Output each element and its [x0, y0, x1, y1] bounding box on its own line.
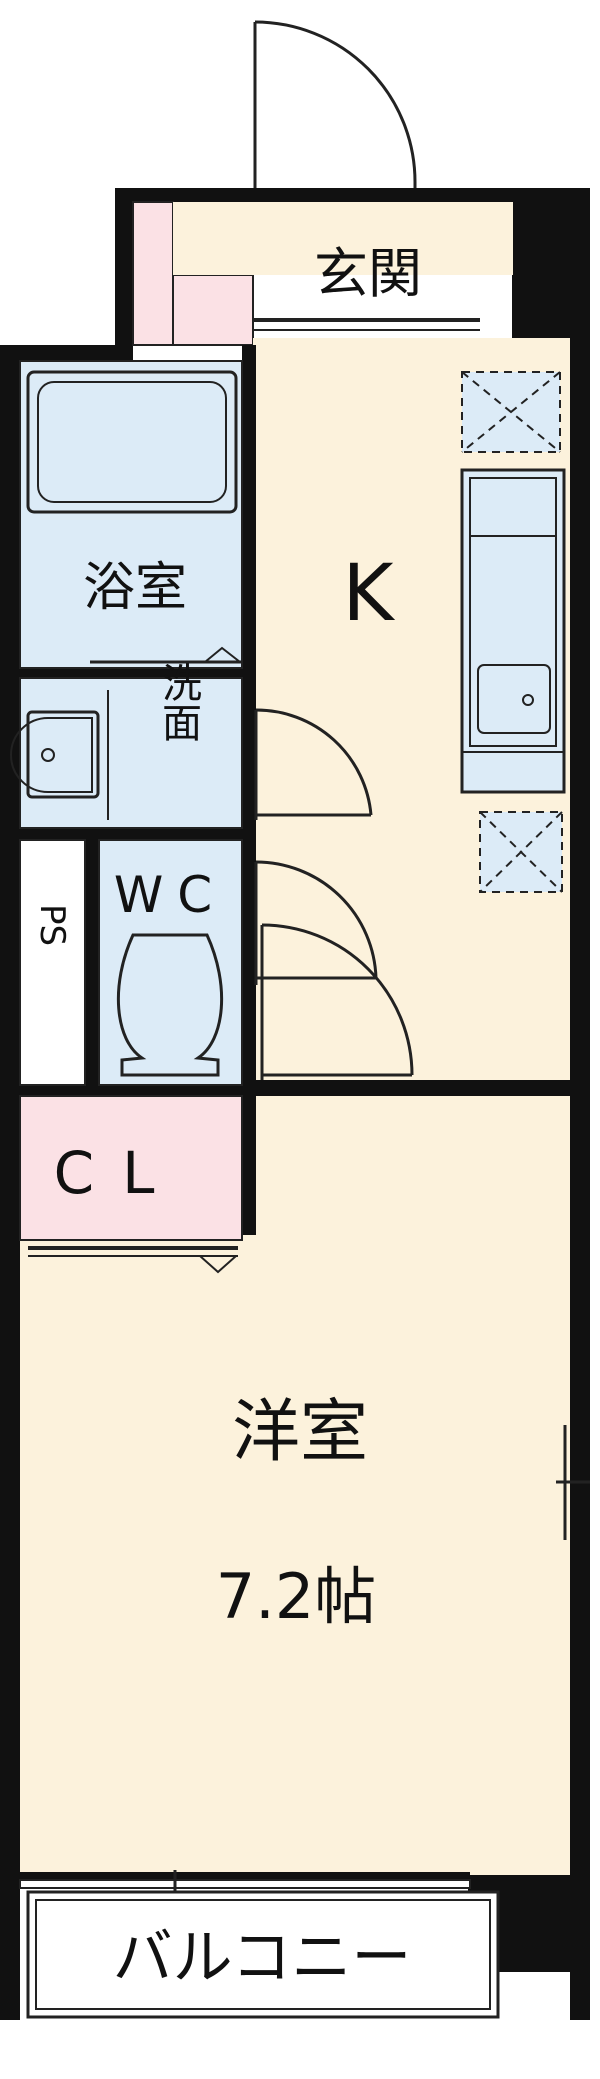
balcony-label: バルコニー [113, 1923, 412, 1993]
closet: CL [19, 1095, 243, 1274]
toilet-fixture [116, 933, 224, 1077]
kitchen-counter [460, 468, 566, 794]
western-room: 洋室 7.2帖 [216, 1393, 590, 1633]
closet-label: CL [54, 1139, 183, 1207]
vent-bottom [479, 811, 563, 893]
wash-basin [26, 710, 100, 799]
ps-shaft: PS [19, 839, 86, 1086]
washroom-label: 洗面 [155, 662, 201, 742]
toilet-door [254, 860, 378, 985]
entrance-door [253, 20, 417, 195]
toilet-room: WC [98, 839, 243, 1086]
entrance-floor [173, 202, 513, 275]
ps-label: PS [32, 904, 72, 946]
washroom: 洗面 [10, 662, 243, 829]
western-room-label: 洋室 [232, 1393, 368, 1472]
kitchen-label: K [342, 549, 395, 639]
interior-walls [0, 345, 590, 1880]
entrance-label: 玄関 [314, 242, 422, 305]
balcony: バルコニー [19, 1870, 500, 2019]
bathtub [26, 370, 238, 514]
kitchen-fixtures: K [342, 371, 566, 893]
washroom-door [254, 708, 373, 820]
toilet-label: WC [114, 866, 226, 924]
entrance-pink-area [132, 201, 174, 346]
kitchen-sink [477, 664, 551, 734]
bathroom-label: 浴室 [83, 558, 187, 618]
bathroom: 浴室 [19, 360, 243, 669]
western-room-size: 7.2帖 [216, 1560, 377, 1633]
room-door [260, 923, 414, 1080]
vent-top [461, 371, 561, 453]
